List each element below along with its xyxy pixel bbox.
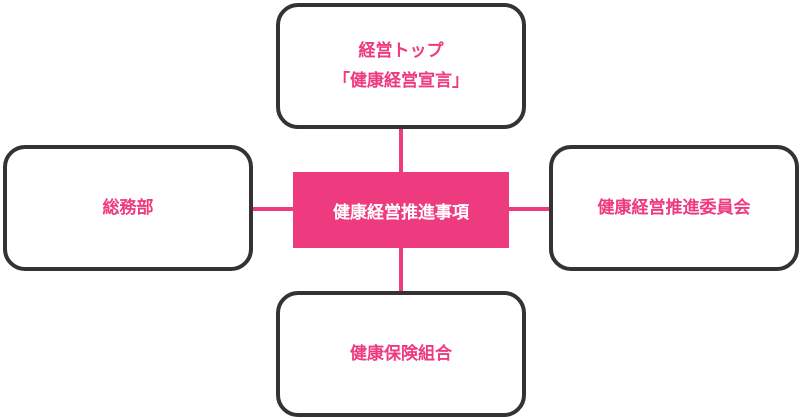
node-management-top: 経営トップ 「健康経営宣言」 [276, 3, 526, 129]
connector-bottom [399, 246, 403, 294]
node-health-insurance-union-label: 健康保険組合 [350, 344, 452, 364]
node-health-insurance-union: 健康保険組合 [276, 291, 526, 417]
connector-top [399, 126, 403, 174]
connector-right [509, 207, 552, 211]
node-management-top-line2: 「健康経営宣言」 [333, 71, 469, 91]
node-center-label: 健康経営推進事項 [333, 202, 469, 223]
node-promotion-committee-label: 健康経営推進委員会 [597, 198, 751, 218]
node-management-top-line1: 経営トップ [358, 41, 444, 61]
node-general-affairs-label: 総務部 [102, 198, 154, 218]
node-center-promotion-items: 健康経営推進事項 [293, 172, 509, 248]
connector-left [250, 207, 293, 211]
node-promotion-committee: 健康経営推進委員会 [549, 145, 799, 271]
node-general-affairs: 総務部 [3, 145, 253, 271]
